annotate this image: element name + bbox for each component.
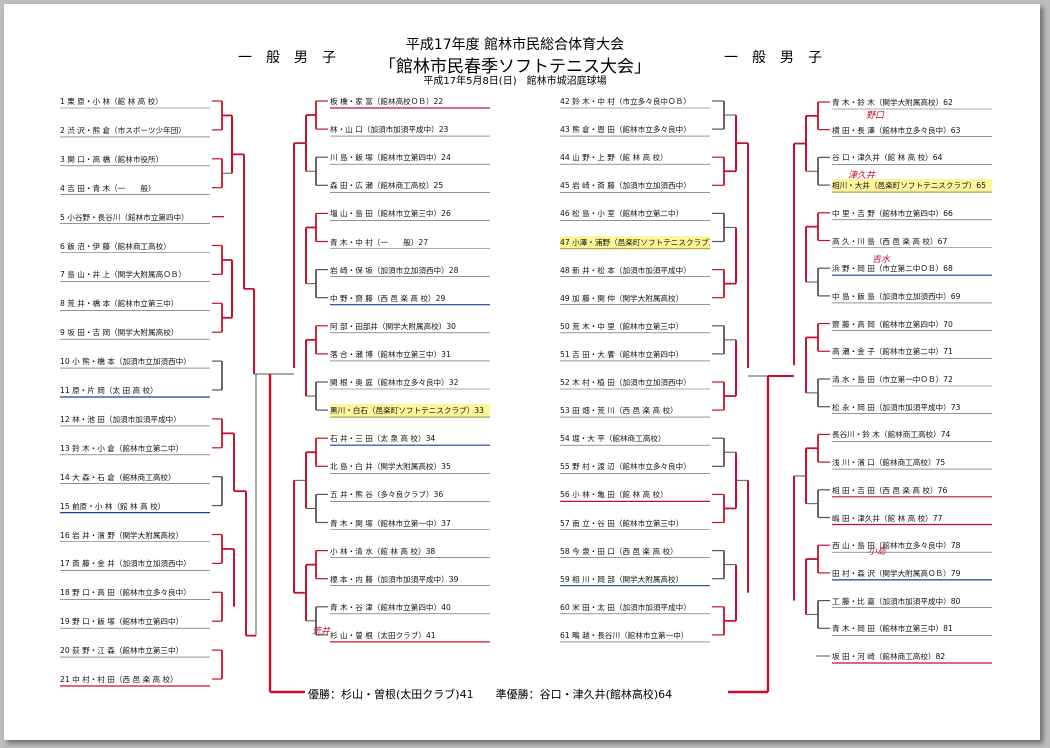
- team-entry: 48 新 井・松 本（加須市加須平成中）: [560, 265, 691, 275]
- event-date-venue: 平成17年5月8日(日) 館林市城沼庭球場: [423, 76, 607, 87]
- team-entry: 20 荻 野・江 森（館林市立第三中）: [60, 646, 184, 656]
- team-entry: 相川・大井（邑楽町ソフトテニスクラブ）65: [832, 179, 992, 194]
- team-entry: 14 大 森・石 倉（館林商工高校）: [60, 472, 176, 482]
- team-entry: 18 野 口・高 田（館林市立多々良中）: [60, 588, 191, 598]
- team-entry: 3 関 口・高 橋（館林市役所）: [60, 154, 164, 164]
- team-entry: 53 田 畑・荒 川（西 邑 楽 高 校）: [560, 406, 678, 416]
- team-entry: 12 林・池 田（加須市加須平成中）: [60, 414, 181, 424]
- division-label-right: 一般男子: [724, 50, 836, 66]
- team-entry: 小 林・清 水（館 林 高 校）38: [330, 546, 436, 556]
- team-entry: 46 松 島・小 室（館林市立第二中）: [560, 209, 684, 219]
- team-entry: 52 木 村・植 田（加須市立加須西中）: [560, 378, 691, 387]
- team-entry: 51 吉 田・大 饗（館林市立第四中）: [560, 349, 684, 359]
- team-entry: 板 橋・家 富（館林高校ＯＢ）22: [330, 97, 444, 106]
- team-entry: 青 木・中 村（一 般）27: [330, 237, 429, 247]
- division-label-left: 一般男子: [238, 50, 350, 66]
- team-entry: 59 相 川・岡 部（関学大附属高校）: [560, 574, 684, 584]
- team-entry: 58 今 泉・田 口（西 邑 楽 高 校）: [560, 546, 678, 556]
- team-entry: 嶋 田・津久井（館 林 高 校）77: [832, 513, 943, 523]
- team-entry: 落 合・瀬 博（館林市立第三中）31: [330, 349, 451, 359]
- team-entry: 青 木・鈴 木（関学大附属高校）62: [832, 98, 953, 107]
- team-entry: 川 島・飯 塚（館林市立第四中）24: [330, 153, 451, 163]
- final-result: 優勝：杉山・曽根(太田クラブ)41 準優勝：谷口・津久井(館林高校)64: [308, 688, 673, 701]
- team-entry: 工 藤・比 嘉（加須市加須平成中）80: [832, 596, 961, 606]
- team-entry: 45 岩 崎・斎 藤（加須市立加須西中）: [560, 181, 691, 191]
- team-entry: 長谷川・鈴 木（館林商工高校）74: [832, 430, 951, 440]
- team-entry: 青 木・岡 田（館林市立第三中）81: [832, 624, 953, 634]
- team-entry: 岩 崎・保 坂（加須市立加須西中）28: [330, 265, 459, 275]
- team-entry: 10 小 熊・橋 本（加須市立加須西中）: [60, 357, 191, 367]
- tournament-name: 「館林市民春季ソフトテニス大会」: [379, 57, 651, 77]
- team-entry: 谷 口・津久井（館 林 高 校）64: [832, 153, 943, 163]
- handwritten-note: 吉水: [872, 255, 891, 265]
- team-entry: 5 小谷野・長谷川（館林市立第四中）: [60, 212, 189, 222]
- team-entry: 青 木・谷 津（館林市立第四中）40: [330, 602, 451, 612]
- team-entry: 林・山 口（加須市加須平成中）23: [330, 125, 449, 135]
- handwritten-note: 津久井: [848, 171, 876, 181]
- team-entry: 相 田・吉 田（西 邑 楽 高 校）76: [832, 485, 948, 495]
- team-entry: 黒川・白石（邑楽町ソフトテニスクラブ）33: [330, 404, 490, 419]
- team-entry: 42 鈴 木・中 村（市立多々良中ＯＢ）: [560, 97, 691, 106]
- team-entry: 44 山 野・上 野（館 林 高 校）: [560, 153, 668, 163]
- team-entry: 森 田・広 瀬（館林商工高校）25: [330, 181, 444, 191]
- team-entry: 阿 部・田部井（関学大附属高校）30: [330, 321, 456, 331]
- team-entry: 4 吉 田・青 木（一 般）: [60, 183, 156, 193]
- team-entry: 中 島・飯 島（加須市立加須西中）69: [832, 291, 961, 301]
- team-entry: 増 山・島 田（館林市立第三中）26: [330, 209, 451, 219]
- handwritten-note: 荒井: [312, 627, 331, 637]
- team-entry: 浅 川・濱 口（館林商工高校）75: [832, 458, 946, 468]
- team-entry: 6 飯 沼・伊 藤（館林商工高校）: [60, 241, 171, 251]
- team-entry: 坂 田・河 崎（館林商工高校）82: [832, 652, 946, 661]
- team-entry: 清 水・島 田（市立第一中ＯＢ）72: [832, 375, 953, 384]
- team-entry: 49 加 藤・関 仲（関学大附属高校）: [560, 293, 684, 303]
- bracket-sheet: [4, 4, 1040, 740]
- team-entry: 15 前原・小 林（館 林 高 校）: [60, 501, 166, 511]
- team-entry: 榎 本・内 藤（加須市加須平成中）39: [330, 574, 459, 584]
- team-entry: 16 岩 井・濱 野（関学大附属高校）: [60, 530, 184, 540]
- team-entry: 57 南 立・谷 田（館林市立第三中）: [560, 518, 684, 528]
- team-entry: 中 里・吉 野（館林市立第四中）66: [832, 208, 953, 218]
- team-entry: 1 栗 原・小 林（館 林 高 校）: [60, 97, 163, 106]
- team-entry: 中 野・齋 藤（西 邑 楽 高 校）29: [330, 293, 446, 303]
- team-entry: 13 鈴 木・小 倉（館林市立第二中）: [60, 443, 184, 453]
- team-entry: 60 米 田・太 田（加須市加須平成中）: [560, 602, 691, 612]
- team-entry: 56 小 林・亀 田（館 林 高 校）: [560, 490, 668, 500]
- team-entry: 11 原・片 岡（太 田 高 校）: [60, 386, 158, 395]
- team-entry: 浜 野・岡 田（市立第二中ＯＢ）68: [832, 264, 953, 274]
- team-entry: 47 小澤・浦野（邑楽町ソフトテニスクラブ）: [560, 235, 710, 250]
- team-entry: 高 瀬・金 子（館林市立第二中）71: [832, 347, 953, 357]
- team-entry: 19 野 口・飯 塚（館林市立第四中）: [60, 617, 184, 627]
- team-entry: 松 永・岡 田（加須市加須平成中）73: [832, 402, 961, 412]
- team-entry: 五 井・熊 谷（多々良クラブ）36: [330, 490, 444, 500]
- team-entry: 2 渋 沢・熊 倉（市スポーツ少年団）: [60, 125, 186, 135]
- team-entry: 石 井・三 田（太 泉 高 校）34: [330, 434, 436, 444]
- team-entry: 43 熊 倉・恩 田（館林市立多々良中）: [560, 125, 691, 135]
- team-entry: 横 田・長 澤（館林市立多々良中）63: [832, 125, 961, 135]
- team-entry: 55 野 村・渡 辺（館林市立多々良中）: [560, 462, 691, 472]
- team-entry: 54 堀・大 平（館林商工高校）: [560, 434, 666, 444]
- team-entry: 17 斎 藤・金 井（加須市立加須西中）: [60, 559, 191, 569]
- team-entry: 9 坂 田・吉 岡（関学大附属高校）: [60, 328, 179, 338]
- team-entry: 西 山・島 田（館林市立多々良中）78: [832, 541, 961, 551]
- team-entry: 8 荒 井・橋 本（館林市立第三中）: [60, 299, 179, 309]
- team-entry: 関 根・奥 庭（館林市立多々良中）32: [330, 378, 459, 387]
- handwritten-note: 野口: [866, 111, 885, 121]
- team-entry: 杉 山・曽 根（太田クラブ）41: [330, 630, 436, 640]
- team-entry: 50 荒 木・中 里（館林市立第三中）: [560, 321, 684, 331]
- team-entry: 北 島・白 井（関学大附属高校）35: [330, 462, 451, 472]
- team-entry: 7 島 山・井 上（関学大附属高ＯＢ）: [60, 270, 186, 280]
- team-entry: 高 久・川 島（西 邑 楽 高 校）67: [832, 236, 948, 246]
- team-entry: 61 鴫 越・長谷川（館林市立第一中）: [560, 630, 689, 640]
- team-entry: 21 中 村・村 田（西 邑 楽 高 校）: [60, 675, 178, 684]
- team-entry: 田 村・森 沢（関学大附属高ＯＢ）79: [832, 568, 961, 578]
- team-entry: 青 木・関 塚（館林市立第一中）37: [330, 518, 451, 528]
- team-entry: 齋 藤・高 岡（館林市立第四中）70: [832, 319, 953, 329]
- event-title: 平成17年度 館林市民総合体育大会: [405, 37, 625, 53]
